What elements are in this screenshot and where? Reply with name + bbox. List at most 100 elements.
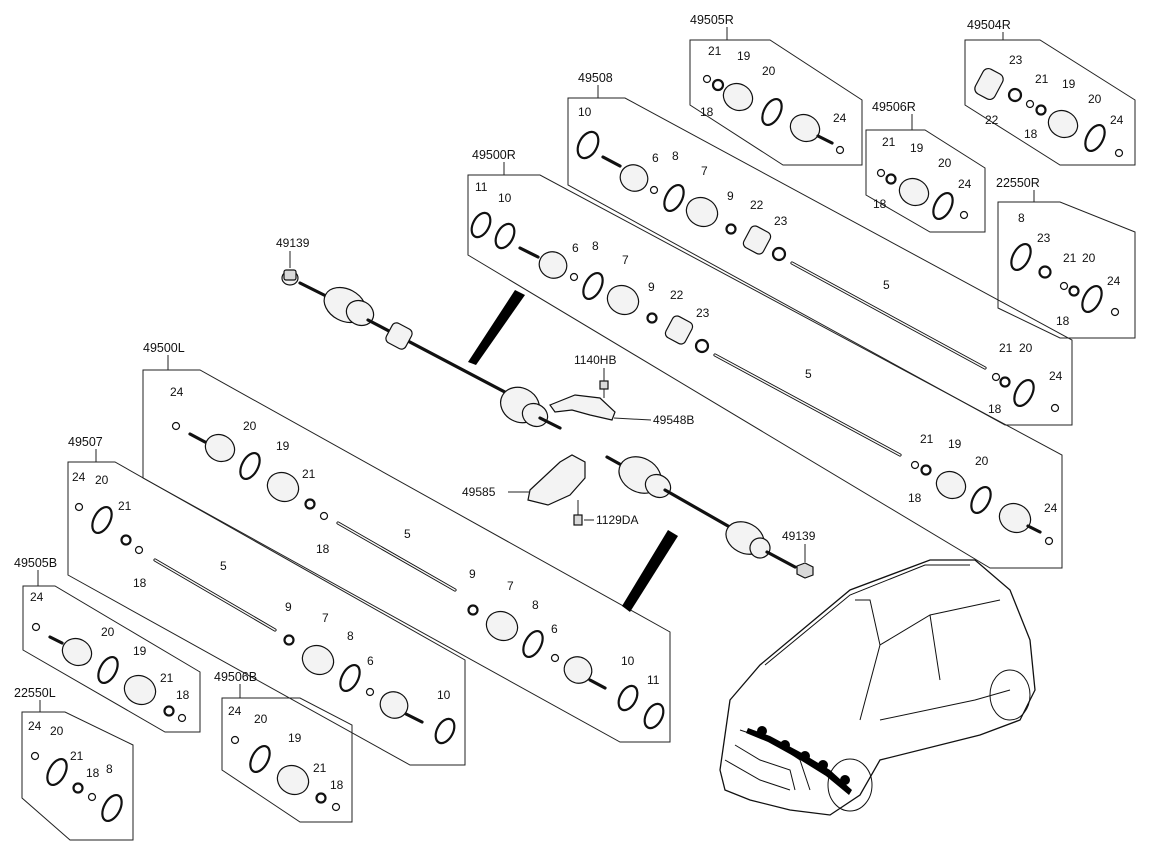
- callout-49139-bottom: 49139: [782, 529, 816, 543]
- pn-11: 11: [475, 180, 488, 194]
- label-49500L: 49500L: [143, 341, 185, 355]
- pn-23: 23: [774, 214, 788, 228]
- pn-19: 19: [910, 141, 924, 155]
- label-49505B: 49505B: [14, 556, 57, 570]
- label-49507: 49507: [68, 435, 103, 449]
- pn-5: 5: [883, 278, 890, 292]
- pn-5: 5: [220, 559, 227, 573]
- callout-49139-top: 49139: [276, 236, 310, 250]
- panel-49504R-parts: [974, 67, 1124, 158]
- pn-7: 7: [701, 164, 708, 178]
- panel-49507-parts: [74, 502, 456, 745]
- pn-24: 24: [30, 590, 44, 604]
- pn-18: 18: [908, 491, 922, 505]
- pn-19: 19: [1062, 77, 1076, 91]
- pn-9: 9: [648, 280, 655, 294]
- panel-49506B: [221, 697, 353, 823]
- panel-49500L-parts: [171, 421, 665, 730]
- pn-24: 24: [958, 177, 972, 191]
- pn-18: 18: [1056, 314, 1070, 328]
- pn-18: 18: [1024, 127, 1038, 141]
- bracket-49548B: [549, 380, 616, 421]
- pn-20: 20: [1019, 341, 1033, 355]
- pn-21: 21: [1035, 72, 1049, 86]
- pn-21: 21: [302, 467, 316, 481]
- callout-49548B: 49548B: [653, 413, 694, 427]
- pn-9: 9: [469, 567, 476, 581]
- pn-22: 22: [985, 113, 999, 127]
- label-49506R: 49506R: [872, 100, 916, 114]
- pn-8: 8: [106, 762, 113, 776]
- label-22550L: 22550L: [14, 686, 56, 700]
- pn-24: 24: [170, 385, 184, 399]
- label-49508: 49508: [578, 71, 613, 85]
- panel-49507: [67, 461, 466, 766]
- pn-20: 20: [101, 625, 115, 639]
- pn-24: 24: [1107, 274, 1121, 288]
- pn-10: 10: [621, 654, 635, 668]
- pn-6: 6: [572, 241, 579, 255]
- panel-49508-parts: [576, 130, 1060, 413]
- callout-1129DA: 1129DA: [596, 513, 638, 527]
- pn-8: 8: [592, 239, 599, 253]
- pn-20: 20: [50, 724, 64, 738]
- pn-20: 20: [243, 419, 257, 433]
- pn-7: 7: [322, 611, 329, 625]
- pn-19: 19: [288, 731, 302, 745]
- pn-7: 7: [507, 579, 514, 593]
- panel-49505B: [22, 585, 201, 733]
- pn-8: 8: [672, 149, 679, 163]
- panel-49505R-parts: [702, 74, 845, 155]
- pn-23: 23: [1037, 231, 1051, 245]
- bracket-49585: [527, 454, 586, 526]
- pn-6: 6: [652, 151, 659, 165]
- panel-49506B-parts: [230, 735, 341, 812]
- pn-10: 10: [437, 688, 451, 702]
- callout-1140HB: 1140HB: [574, 353, 616, 367]
- pn-8: 8: [347, 629, 354, 643]
- pn-24: 24: [72, 470, 86, 484]
- pn-21: 21: [708, 44, 722, 58]
- panel-22550R-parts: [1010, 242, 1120, 317]
- panel-49508: [567, 97, 1073, 426]
- pn-23: 23: [1009, 53, 1023, 67]
- pn-8: 8: [1018, 211, 1025, 225]
- pn-24: 24: [228, 704, 242, 718]
- pn-5: 5: [805, 367, 812, 381]
- pn-23: 23: [696, 306, 710, 320]
- pn-9: 9: [727, 189, 734, 203]
- label-49500R: 49500R: [472, 148, 516, 162]
- pn-19: 19: [276, 439, 290, 453]
- pn-20: 20: [1088, 92, 1102, 106]
- pn-21: 21: [920, 432, 934, 446]
- part-numbers: 21 19 20 18 24 23 21 19 20 22 18 24 10 6…: [28, 44, 1124, 792]
- pn-21: 21: [999, 341, 1013, 355]
- pn-20: 20: [938, 156, 952, 170]
- pn-24: 24: [1044, 501, 1058, 515]
- pn-24: 24: [1110, 113, 1124, 127]
- pn-21: 21: [118, 499, 132, 513]
- pn-11: 11: [647, 673, 660, 687]
- label-49506B: 49506B: [214, 670, 257, 684]
- pn-18: 18: [176, 688, 190, 702]
- panel-49500R: [467, 174, 1063, 569]
- panel-49505B-parts: [31, 622, 187, 723]
- pn-19: 19: [948, 437, 962, 451]
- label-22550R: 22550R: [996, 176, 1040, 190]
- pn-20: 20: [1082, 251, 1096, 265]
- pn-19: 19: [133, 644, 147, 658]
- pn-20: 20: [762, 64, 776, 78]
- pn-22: 22: [750, 198, 764, 212]
- leader-49548B: [613, 417, 652, 421]
- pn-20: 20: [95, 473, 109, 487]
- pn-9: 9: [285, 600, 292, 614]
- pn-21: 21: [160, 671, 174, 685]
- panel-49505R: [689, 39, 863, 166]
- pn-20: 20: [254, 712, 268, 726]
- panel-49500L: [142, 369, 671, 743]
- pn-6: 6: [367, 654, 374, 668]
- pn-8: 8: [532, 598, 539, 612]
- pn-18: 18: [133, 576, 147, 590]
- pn-18: 18: [316, 542, 330, 556]
